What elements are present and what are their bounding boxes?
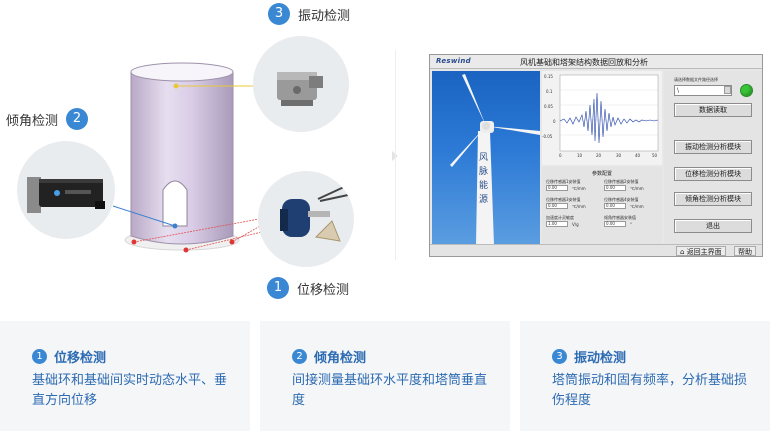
read-data-button[interactable]: 数据读取 <box>674 103 752 117</box>
card-description: 间接测量基础环水平度和塔筒垂直度 <box>292 373 488 408</box>
card-number: 3 <box>552 349 567 364</box>
card-number: 1 <box>32 349 47 364</box>
y-tick: 0.15 <box>544 74 553 79</box>
file-path-input[interactable]: \ <box>674 85 732 96</box>
divider <box>395 50 396 260</box>
displacement-callout: 1 位移检测 <box>267 277 349 299</box>
callout-number: 2 <box>66 108 89 130</box>
feature-card-displacement: 1 位移检测 基础环和基础间实时动态水平、垂直方向位移 <box>0 321 250 431</box>
vibration-analysis-button[interactable]: 振动检测分析模块 <box>674 140 752 154</box>
callout-label: 倾角检测 <box>6 113 59 129</box>
param-unit: ℃/mm <box>572 186 586 191</box>
params-title: 参数配置 <box>592 171 613 177</box>
app-logo: Reswind <box>436 57 471 65</box>
param-label: 位移传感器2安装值 <box>604 179 639 184</box>
status-indicator <box>740 84 753 97</box>
y-tick: -0.05 <box>542 134 553 139</box>
tower-sensor-diagram <box>0 0 400 320</box>
help-button[interactable]: 帮助 <box>734 246 756 256</box>
param-unit: ℃/mm <box>630 204 644 209</box>
card-header: 3 振动检测 <box>552 347 626 366</box>
card-description: 基础环和基础间实时动态水平、垂直方向位移 <box>32 373 228 408</box>
param-label: 位移传感器4安装值 <box>604 197 639 202</box>
x-tick: 0 <box>559 153 562 158</box>
vibration-sensor-image <box>253 36 349 132</box>
home-button-label: 返回主界面 <box>686 248 722 256</box>
tilt-callout: 倾角检测 2 <box>6 108 89 130</box>
feature-card-vibration: 3 振动检测 塔筒振动和固有频率，分析基础损伤程度 <box>520 321 770 431</box>
displacement-sensor-image <box>258 171 354 267</box>
card-number: 2 <box>292 349 307 364</box>
turbine-photo: 风脉能源 <box>432 71 540 245</box>
parameter-panel: 参数配置 位移传感器1安装值 0.00 ℃/mm 位移传感器2安装值 0.00 … <box>542 167 662 245</box>
callout-label: 位移检测 <box>297 282 350 298</box>
window-title: 风机基础和塔架结构数据回放和分析 <box>520 58 648 67</box>
x-tick: 20 <box>596 153 602 158</box>
callout-number: 1 <box>267 277 289 299</box>
param-unit: ℃/mm <box>572 204 586 209</box>
waveform-plot: 0.15 0.1 0.05 0 -0.05 0 10 20 30 40 50 <box>542 74 659 158</box>
y-tick: 0 <box>553 119 556 124</box>
param-input[interactable]: 0.00 <box>604 221 626 227</box>
tilt-analysis-button[interactable]: 倾角检测分析模块 <box>674 192 752 206</box>
x-tick: 10 <box>577 153 583 158</box>
card-title: 倾角检测 <box>314 351 367 366</box>
y-tick: 0.05 <box>544 104 553 109</box>
tower-text: 风脉能源 <box>479 153 489 205</box>
card-header: 1 位移检测 <box>32 347 106 366</box>
control-panel: 请选择数据文件路径选择 \ 数据读取 振动检测分析模块 位移检测分析模块 倾角检… <box>664 71 762 245</box>
param-input[interactable]: 1.00 <box>546 221 568 227</box>
card-header: 2 倾角检测 <box>292 347 366 366</box>
tilt-sensor-image <box>17 141 115 239</box>
home-icon: ⌂ <box>680 248 685 256</box>
displacement-analysis-button[interactable]: 位移检测分析模块 <box>674 167 752 181</box>
callout-label: 振动检测 <box>298 8 351 24</box>
x-tick: 40 <box>635 153 641 158</box>
x-tick: 30 <box>616 153 622 158</box>
card-title: 位移检测 <box>54 351 107 366</box>
param-label: 位移传感器1安装值 <box>546 179 581 184</box>
y-tick: 0.1 <box>546 89 553 94</box>
x-tick: 50 <box>652 153 658 158</box>
param-label: 加速度计灵敏度 <box>546 215 574 220</box>
status-bar: ⌂ 返回主界面 帮助 <box>430 244 762 256</box>
feature-card-tilt: 2 倾角检测 间接测量基础环水平度和塔筒垂直度 <box>260 321 510 431</box>
callout-number: 3 <box>268 3 290 25</box>
card-title: 振动检测 <box>574 351 627 366</box>
param-label: 位移传感器3安装值 <box>546 197 581 202</box>
card-description: 塔筒振动和固有频率，分析基础损伤程度 <box>552 373 748 408</box>
waveform-chart: 0.15 0.1 0.05 0 -0.05 0 10 20 30 40 50 <box>542 71 662 165</box>
home-button[interactable]: ⌂ 返回主界面 <box>676 246 726 256</box>
param-label: 倾角传感器安装值 <box>604 215 636 220</box>
param-unit: ° <box>630 222 632 227</box>
vibration-callout: 3 振动检测 <box>268 3 350 25</box>
param-input[interactable]: 0.00 <box>604 203 626 209</box>
window-titlebar: Reswind 风机基础和塔架结构数据回放和分析 <box>430 55 762 69</box>
file-path-label: 请选择数据文件路径选择 <box>674 77 718 82</box>
tower-illustration <box>112 62 271 253</box>
param-input[interactable]: 0.00 <box>546 185 568 191</box>
param-unit: ℃/mm <box>630 186 644 191</box>
exit-button[interactable]: 退出 <box>674 219 752 233</box>
param-unit: V/g <box>572 222 579 227</box>
param-input[interactable]: 0.00 <box>546 203 568 209</box>
folder-browse-icon[interactable] <box>724 86 731 94</box>
param-input[interactable]: 0.00 <box>604 185 626 191</box>
software-window: Reswind 风机基础和塔架结构数据回放和分析 风脉能源 0.15 <box>429 54 763 257</box>
waveform-line <box>559 92 659 144</box>
